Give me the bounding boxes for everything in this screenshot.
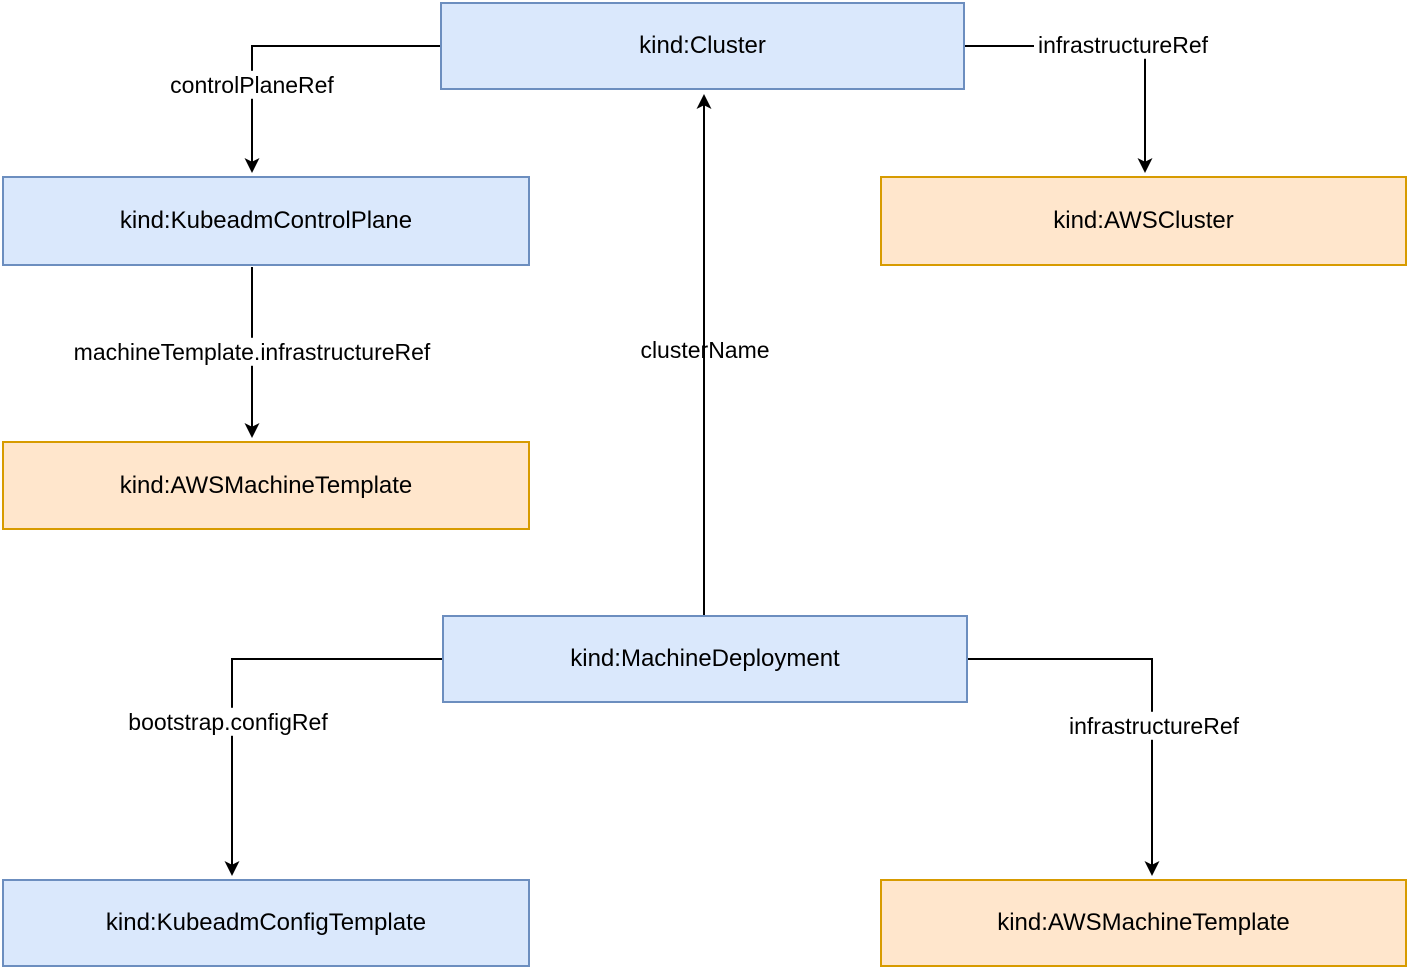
node-cluster: kind:Cluster <box>440 2 965 90</box>
edge-bootstrap-config-ref <box>224 658 442 876</box>
node-machine-deployment: kind:MachineDeployment <box>442 615 968 703</box>
node-aws-machine-template-workers: kind:AWSMachineTemplate <box>880 879 1407 967</box>
node-aws-cluster: kind:AWSCluster <box>880 176 1407 266</box>
edge-label-machine-template-infrastructure-ref: machineTemplate.infrastructureRef <box>69 337 435 367</box>
edge-infrastructure-ref-cluster <box>963 45 1153 173</box>
edge-control-plane-ref <box>244 45 440 173</box>
node-kubeadm-config-template: kind:KubeadmConfigTemplate <box>2 879 530 967</box>
node-kubeadm-control-plane: kind:KubeadmControlPlane <box>2 176 530 266</box>
node-aws-machine-template-control-plane: kind:AWSMachineTemplate <box>2 441 530 530</box>
edge-label-cluster-name: clusterName <box>640 336 770 363</box>
edge-label-bootstrap-config-ref: bootstrap.configRef <box>124 707 332 737</box>
edge-infrastructure-ref-machine-deployment <box>968 658 1160 876</box>
edge-label-infrastructure-ref-cluster: infrastructureRef <box>1033 30 1213 60</box>
edge-label-infrastructure-ref-machine-deployment: infrastructureRef <box>1064 711 1244 741</box>
edge-label-control-plane-ref: controlPlaneRef <box>166 70 338 100</box>
